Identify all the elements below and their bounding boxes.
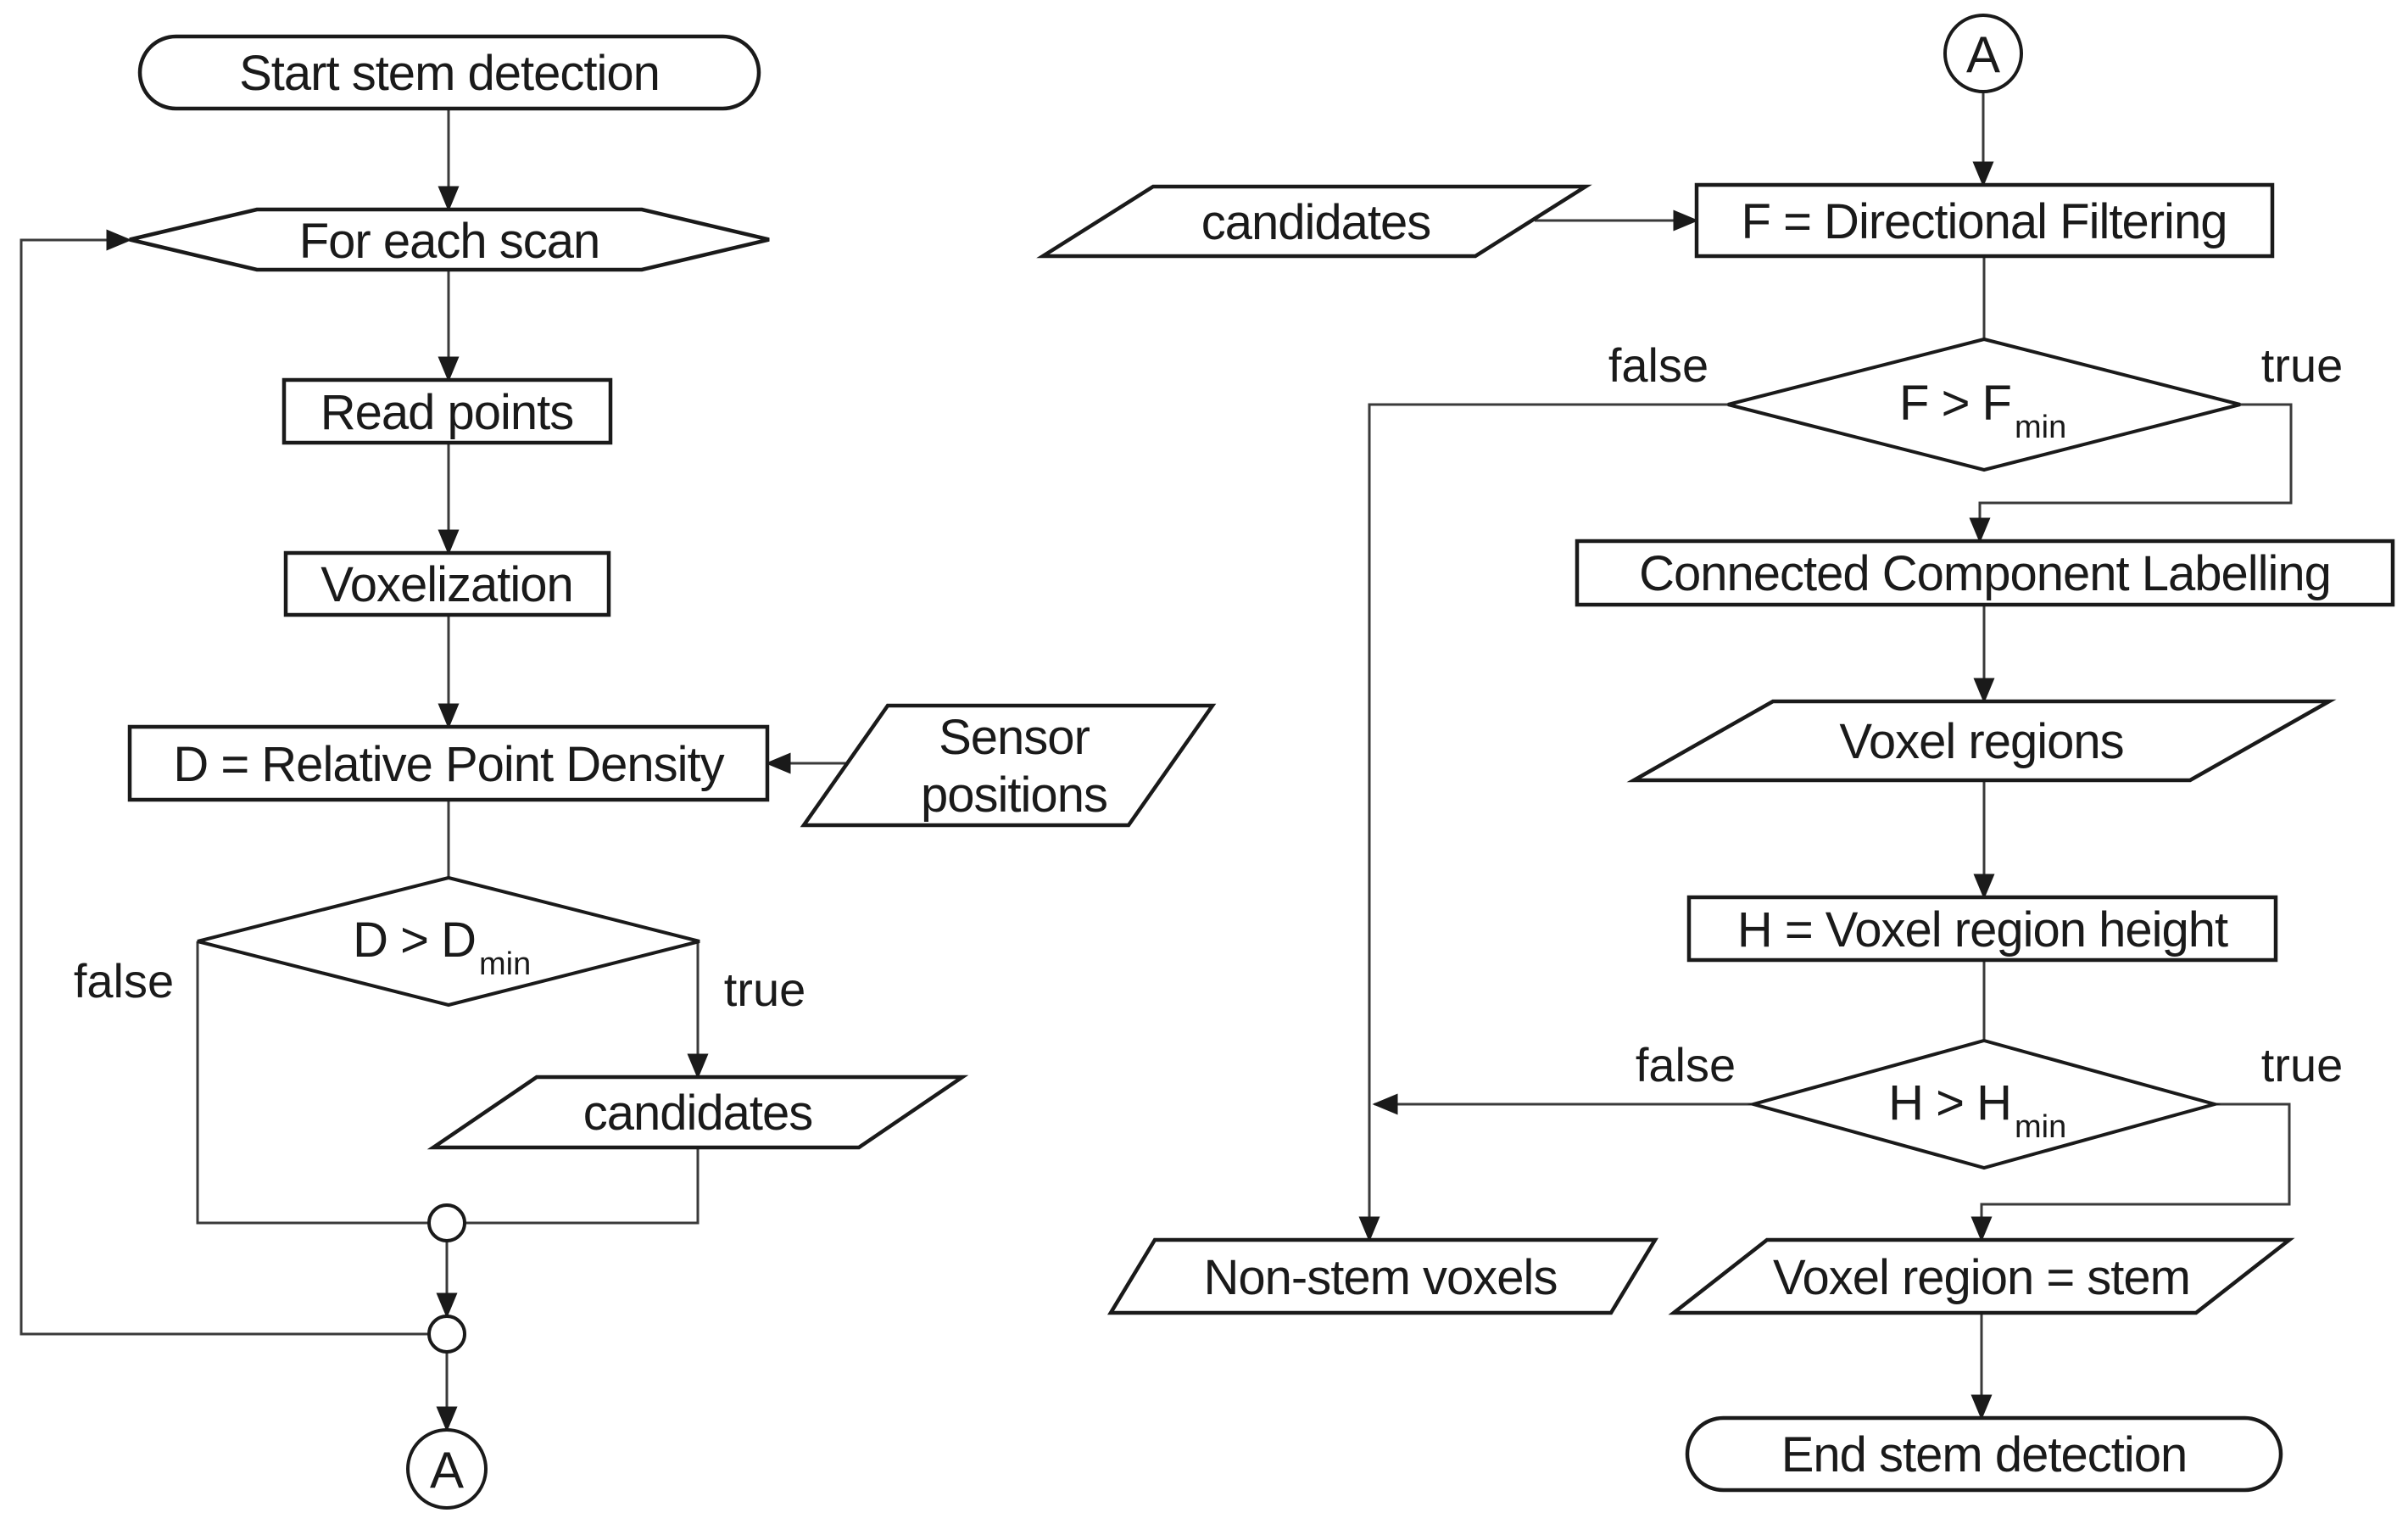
node-region-height-process: H = Voxel region height (1686, 895, 2278, 963)
terminator-shape (137, 34, 761, 111)
node-candidates-left-label: candidates (583, 1086, 813, 1141)
decision-diamond-shape (197, 875, 700, 1008)
node-candidates-right-label: candidates (1201, 195, 1431, 250)
loop-hexagon-shape (129, 207, 770, 272)
node-f-decision-subscript: min (2015, 410, 2066, 445)
node-voxelization-label: Voxelization (321, 557, 573, 612)
node-candidates-right-data: candidates (1036, 184, 1592, 259)
node-non-stem-voxels-data: Non-stem voxels (1107, 1237, 1658, 1315)
data-parallelogram-shape (1626, 699, 2337, 783)
node-directional-filtering-process: F = Directional Filtering (1694, 182, 2275, 259)
node-non-stem-voxels-label: Non-stem voxels (1204, 1250, 1558, 1305)
node-for-each-scan-label: For each scan (299, 214, 600, 269)
node-density-label: D = Relative Point Density (173, 737, 724, 792)
data-parallelogram-shape (1668, 1237, 2295, 1315)
edge-ddecision-false-to-merge (196, 941, 429, 1225)
node-d-decision-subscript: min (479, 946, 531, 982)
data-parallelogram-shape (800, 703, 1217, 828)
node-read-points-label: Read points (321, 385, 574, 440)
decision-diamond-shape (1727, 337, 2241, 472)
node-density-process: D = Relative Point Density (127, 724, 770, 802)
node-h-decision-diamond: H > H min (1747, 1038, 2221, 1170)
node-f-decision-diamond: F > F min (1727, 337, 2241, 472)
node-h-decision-label: H > H (1888, 1075, 2011, 1130)
connector-a-left-label: A (430, 1442, 464, 1499)
process-rect (283, 550, 611, 617)
node-sensor-positions-line1: Sensor (939, 710, 1090, 765)
process-rect (1575, 539, 2395, 607)
data-parallelogram-shape (426, 1075, 969, 1150)
process-rect (281, 377, 613, 445)
node-voxel-region-stem-label: Voxel region = stem (1773, 1250, 2190, 1305)
edge-loopback-to-foreachscan (20, 229, 429, 1336)
node-connector-a-right: A (1943, 14, 2023, 93)
connector-circle-shape (1943, 14, 2023, 93)
node-f-decision-label: F > F (1899, 376, 2011, 431)
branch-label-h-true: true (2261, 1038, 2344, 1091)
branch-label-d-false: false (74, 954, 174, 1008)
data-parallelogram-shape (1036, 184, 1592, 259)
node-end-label: End stem detection (1781, 1427, 2188, 1482)
branch-label-f-false: false (1608, 338, 1708, 392)
terminator-shape (1685, 1415, 2283, 1493)
node-ccl-label: Connected Component Labelling (1639, 546, 2331, 601)
node-start-terminator: Start stem detection (137, 34, 761, 111)
edge-hdecision-true-to-stem (1970, 1103, 2291, 1242)
node-sensor-positions-line2: positions (921, 768, 1107, 823)
edge-fdecision-true-to-ccl (1969, 403, 2293, 544)
node-for-each-scan-loop: For each scan (129, 207, 770, 272)
edge-fdecision-false-to-nonstem (1358, 403, 1728, 1242)
branch-label-f-true: true (2261, 338, 2344, 392)
branch-label-d-true: true (724, 963, 806, 1016)
node-voxel-region-stem-data: Voxel region = stem (1668, 1237, 2295, 1315)
node-connector-a-left: A (406, 1428, 488, 1510)
connector-circle-shape (406, 1428, 488, 1510)
node-voxelization-process: Voxelization (283, 550, 611, 617)
node-candidates-left-data: candidates (426, 1075, 969, 1150)
node-sensor-positions-data: Sensor positions (800, 703, 1217, 828)
node-h-decision-subscript: min (2015, 1109, 2066, 1145)
node-read-points-process: Read points (281, 377, 613, 445)
edge-candidates-to-merge (465, 1147, 700, 1225)
node-d-decision-diamond: D > D min (197, 875, 700, 1008)
node-region-height-label: H = Voxel region height (1737, 902, 2228, 957)
node-end-terminator: End stem detection (1685, 1415, 2283, 1493)
merge-junction-circle-2 (427, 1315, 466, 1354)
branch-label-h-false: false (1636, 1038, 1736, 1091)
node-directional-filtering-label: F = Directional Filtering (1742, 194, 2227, 249)
data-parallelogram-shape (1107, 1237, 1658, 1315)
node-ccl-process: Connected Component Labelling (1575, 539, 2395, 607)
node-start-label: Start stem detection (239, 46, 660, 101)
connector-a-right-label: A (1966, 26, 2000, 83)
process-rect (1686, 895, 2278, 963)
node-d-decision-label: D > D (353, 913, 476, 968)
node-voxel-regions-data: Voxel regions (1626, 699, 2337, 783)
decision-diamond-shape (1747, 1038, 2221, 1170)
process-rect (127, 724, 770, 802)
merge-junction-circle-1 (427, 1203, 466, 1242)
edges (20, 92, 2293, 1432)
process-rect (1694, 182, 2275, 259)
node-voxel-regions-label: Voxel regions (1839, 714, 2123, 769)
